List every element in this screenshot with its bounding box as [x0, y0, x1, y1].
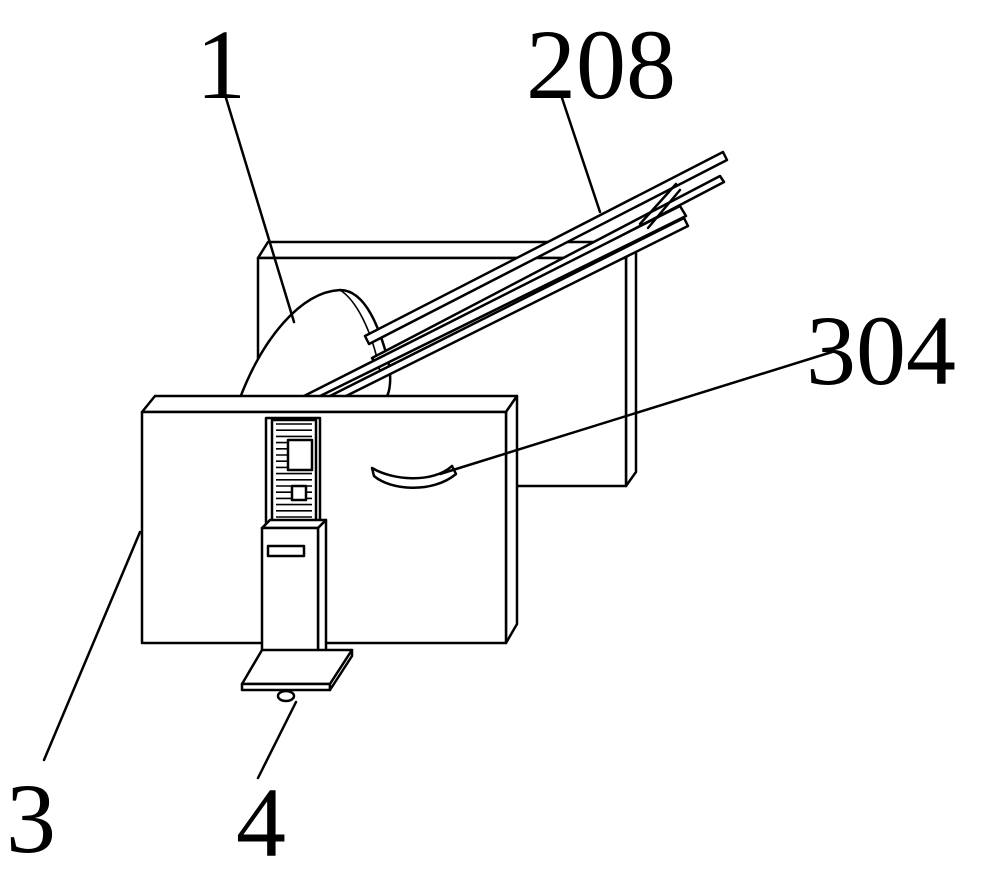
callout-304: 304 — [806, 295, 956, 406]
callout-4: 4 — [236, 767, 286, 870]
front-box — [140, 394, 519, 645]
foot-plate — [240, 648, 354, 703]
rack-teeth — [276, 423, 312, 518]
curved-handle — [370, 464, 458, 489]
callout-3: 3 — [6, 763, 56, 870]
callout-208: 208 — [526, 9, 676, 120]
slide-rails — [298, 150, 729, 406]
leader-lines — [42, 96, 834, 780]
callout-1: 1 — [196, 9, 246, 120]
rack-slot — [264, 416, 322, 528]
